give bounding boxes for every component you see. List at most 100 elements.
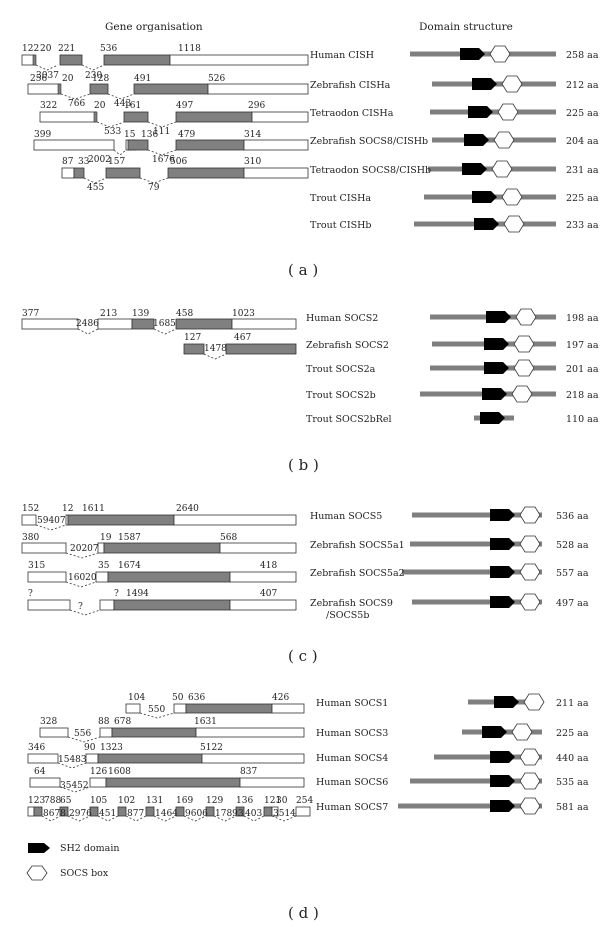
gene-label: Zebrafish SOCS9 <box>310 598 393 609</box>
socs-box-icon <box>519 772 541 790</box>
exon-utr <box>39 727 69 738</box>
socs-box-icon <box>513 335 535 353</box>
intron-number: 1676 <box>152 155 175 165</box>
exon-utr <box>251 111 309 123</box>
gene-zf-socs5a1: 380 19 1587 568 20207 <box>21 533 297 559</box>
exon-number: 296 <box>248 101 265 111</box>
exon-number: 458 <box>176 309 193 319</box>
sh2-domain-icon <box>474 218 499 230</box>
exon-number: 403 <box>245 809 262 819</box>
intron-number: 2486 <box>76 319 99 329</box>
intron-number: 16020 <box>68 573 97 583</box>
exon-number: 479 <box>178 130 195 140</box>
intron-line <box>35 524 67 531</box>
gene-label: Human SOCS4 <box>316 753 388 764</box>
sh2-domain-icon <box>490 566 515 578</box>
sh2-domain-icon <box>486 311 511 323</box>
intron-line <box>147 149 177 156</box>
socs-box-icon <box>519 797 541 815</box>
aa-length: 225 aa <box>566 193 599 204</box>
aa-length: 557 aa <box>556 568 589 579</box>
exon-number: 139 <box>132 309 149 319</box>
exon-utr <box>229 599 297 611</box>
intron-line <box>65 581 97 588</box>
exon-number: 64 <box>34 767 46 777</box>
intron-number: 3037 <box>36 71 59 81</box>
intron-line <box>41 815 61 822</box>
exon-utr <box>239 777 305 788</box>
exon-coding <box>175 139 245 151</box>
sh2-domain-icon <box>472 191 497 203</box>
gene-organisation-header: Gene organisation <box>105 21 203 33</box>
exon-number: 17893 <box>215 809 244 819</box>
gene-tet-socs8-cishb: 87 33 157 506 310 455 79 <box>61 157 309 193</box>
exon-utr <box>169 54 309 66</box>
sh2-domain-icon <box>468 106 493 118</box>
panel-d: 104 50 636 426 550 328 88 678 1631 556 3 <box>27 693 313 822</box>
exon-coding <box>123 111 149 123</box>
exon-number: 5122 <box>200 743 223 753</box>
aa-length: 211 aa <box>556 698 589 709</box>
exon-number: ? <box>28 589 33 599</box>
intron-line <box>153 815 177 822</box>
socs-box-icon <box>501 188 523 206</box>
intron-line <box>113 149 127 156</box>
exon-number: 102 <box>118 796 135 806</box>
exon-number: 12 <box>62 504 73 514</box>
exon-utr <box>29 777 61 788</box>
panel-c: 152 12 1611 2640 59407 380 19 1587 568 2… <box>21 504 297 616</box>
exon-utr <box>271 703 305 714</box>
exon-coding <box>175 111 253 123</box>
exon-number: 877 <box>127 809 144 819</box>
gene-label: Human SOCS6 <box>316 777 388 788</box>
intron-number: 20207 <box>70 544 99 554</box>
exon-coding <box>185 703 273 714</box>
exon-number: 169 <box>176 796 193 806</box>
intron-number: 443 <box>114 99 131 109</box>
aa-length: 497 aa <box>556 598 589 609</box>
gene-label-line2: /SOCS5b <box>326 610 369 621</box>
socs-box-legend-icon <box>26 865 48 881</box>
exon-number: 15 <box>124 130 136 140</box>
legend: SH2 domain SOCS box <box>26 843 120 881</box>
legend-socs-label: SOCS box <box>60 868 109 879</box>
intron-line <box>183 815 207 822</box>
exon-utr <box>207 83 309 95</box>
exon-utr <box>27 753 59 764</box>
intron-number: 79 <box>148 183 160 193</box>
exon-utr <box>231 318 297 330</box>
exon-utr <box>27 599 71 611</box>
socs-box-icon <box>523 693 545 711</box>
socs-box-icon <box>519 593 541 611</box>
panel-label-d: ( d ) <box>288 904 319 922</box>
exon-utr <box>27 806 35 817</box>
socs-box-icon <box>519 563 541 581</box>
socs-box-icon <box>511 723 533 741</box>
intron-number: 766 <box>68 99 85 109</box>
exon-coding <box>32 54 37 66</box>
exon-utr <box>89 777 107 788</box>
exon-coding <box>107 571 231 583</box>
exon-number: 121 <box>264 796 281 806</box>
exon-number: 104 <box>128 693 145 703</box>
exon-number: 3514 <box>273 809 296 819</box>
gene-label: Tetraodon CISHa <box>310 108 394 119</box>
intron-line <box>59 786 91 793</box>
intron-line <box>35 64 59 71</box>
exon-utr <box>21 318 79 330</box>
exon-number: 105 <box>90 796 107 806</box>
intron-line <box>77 328 99 335</box>
sh2-domain-icon <box>472 78 497 90</box>
intron-line <box>271 815 297 822</box>
exon-number: 35 <box>98 561 110 571</box>
gene-tet-cisha: 322 20 161 497 296 533 111 <box>39 101 309 137</box>
exon-coding <box>127 139 149 151</box>
sh2-domain-icon <box>494 696 519 708</box>
exon-number: 20 <box>40 44 52 54</box>
intron-number: 230 <box>85 71 102 81</box>
exon-number: 506 <box>170 157 187 167</box>
intron-line <box>60 93 91 100</box>
exon-number: 380 <box>22 533 39 543</box>
exon-number: 30 <box>276 796 288 806</box>
aa-length: 440 aa <box>556 753 589 764</box>
